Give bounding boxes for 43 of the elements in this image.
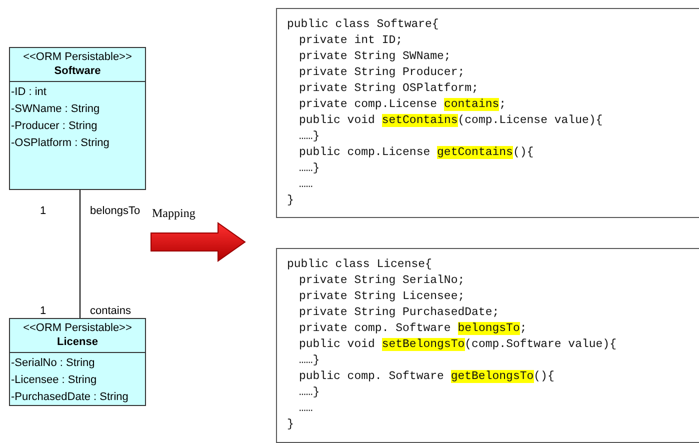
code-line: } (287, 417, 295, 433)
uml-class-box (9, 47, 146, 190)
stereotype-label: <<ORM Persistable>> (22, 321, 133, 335)
code-line: private int ID; (298, 33, 404, 49)
code-line: …… (298, 401, 314, 417)
code-line: private comp. Software belongsTo; (298, 321, 528, 337)
multiplicity-label: 1 (40, 305, 46, 318)
code-line: …… (298, 177, 314, 193)
attribute-text: -SWName : String (11, 102, 101, 117)
code-line: ……} (298, 385, 321, 401)
attribute-text: -Licensee : String (11, 373, 98, 388)
code-line: private comp.License contains; (298, 97, 508, 113)
code-line: public class License{ (287, 257, 433, 273)
code-box (276, 8, 699, 218)
multiplicity-label: 1 (40, 205, 46, 218)
stereotype-label: <<ORM Persistable>> (22, 50, 133, 64)
role-label: belongsTo (90, 205, 140, 218)
code-line: ……} (298, 353, 321, 369)
role-label: contains (90, 305, 131, 318)
class-name: License (56, 335, 99, 349)
attribute-text: -ID : int (11, 85, 48, 100)
attribute-text: -PurchasedDate : String (11, 390, 130, 405)
uml-class-box (9, 318, 146, 406)
code-line: ……} (298, 129, 321, 145)
attribute-text: -SerialNo : String (11, 356, 96, 371)
code-line: private String PurchasedDate; (298, 305, 500, 321)
code-line: public void setBelongsTo(comp.Software value){ (298, 337, 618, 353)
code-line: } (287, 193, 295, 209)
code-line: ……} (298, 161, 321, 177)
code-line: private String Producer; (298, 65, 466, 81)
code-box (276, 248, 699, 443)
code-line: private String Licensee; (298, 289, 466, 305)
code-line: public comp. Software getBelongsTo(){ (298, 369, 556, 385)
mapping-label: Mapping (152, 206, 196, 221)
code-line: private String OSPlatform; (298, 81, 480, 97)
code-line: public void setContains(comp.License value){ (298, 113, 604, 129)
class-name: Software (53, 64, 102, 78)
code-line: public comp.License getContains(){ (298, 145, 535, 161)
code-line: public class Software{ (287, 17, 440, 33)
code-line: private String SerialNo; (298, 273, 466, 289)
attribute-text: -OSPlatform : String (11, 136, 110, 151)
attribute-text: -Producer : String (11, 119, 98, 134)
code-line: private String SWName; (298, 49, 452, 65)
